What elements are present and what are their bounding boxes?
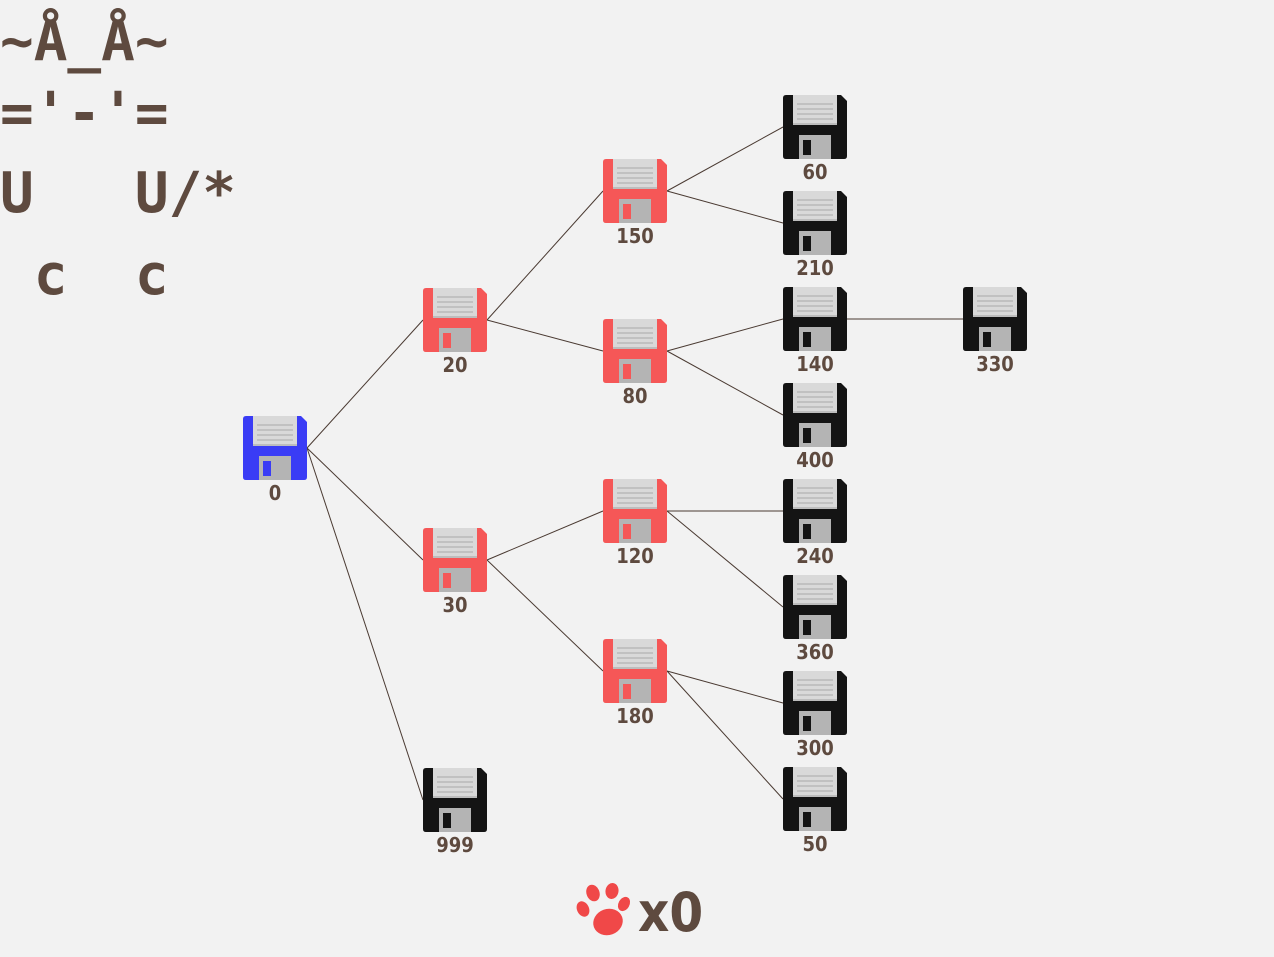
node-label: 0: [268, 481, 282, 505]
floppy-node-150[interactable]: 150: [603, 159, 667, 249]
paw-counter: x0: [574, 880, 714, 946]
node-label: 30: [442, 593, 468, 617]
edge-n30-n120: [486, 510, 604, 561]
ascii-cat-line-1: ~Å_Å~: [0, 9, 169, 74]
floppy-node-60[interactable]: 60: [783, 95, 847, 185]
floppy-disk-icon: [603, 639, 667, 703]
edge-n0-n30: [306, 447, 424, 561]
node-label: 999: [436, 833, 474, 857]
node-label: 80: [622, 384, 648, 408]
ascii-cat-line-3: U U/*: [0, 161, 237, 226]
edge-n180-n300: [666, 670, 784, 704]
node-label: 360: [796, 640, 834, 664]
node-label: 140: [796, 352, 834, 376]
edge-n120-n360: [666, 510, 784, 608]
floppy-node-300[interactable]: 300: [783, 671, 847, 761]
node-label: 400: [796, 448, 834, 472]
edge-n20-n80: [486, 319, 604, 352]
floppy-node-330[interactable]: 330: [963, 287, 1027, 377]
floppy-disk-icon: [783, 479, 847, 543]
floppy-disk-icon: [783, 575, 847, 639]
floppy-node-20[interactable]: 20: [423, 288, 487, 378]
edge-n80-n400: [666, 350, 784, 416]
floppy-disk-icon: [243, 416, 307, 480]
floppy-disk-icon: [783, 383, 847, 447]
floppy-disk-icon: [603, 319, 667, 383]
node-label: 20: [442, 353, 468, 377]
node-label: 210: [796, 256, 834, 280]
floppy-node-0[interactable]: 0: [243, 416, 307, 506]
floppy-node-50[interactable]: 50: [783, 767, 847, 857]
floppy-disk-icon: [783, 671, 847, 735]
ascii-cat-line-2: ='-'=: [0, 81, 169, 146]
floppy-disk-icon: [423, 288, 487, 352]
floppy-disk-icon: [603, 479, 667, 543]
node-label: 60: [802, 160, 828, 184]
floppy-node-360[interactable]: 360: [783, 575, 847, 665]
floppy-disk-icon: [783, 191, 847, 255]
floppy-node-400[interactable]: 400: [783, 383, 847, 473]
floppy-node-30[interactable]: 30: [423, 528, 487, 618]
edge-n80-n140: [666, 318, 784, 352]
floppy-disk-icon: [783, 767, 847, 831]
floppy-node-120[interactable]: 120: [603, 479, 667, 569]
floppy-node-180[interactable]: 180: [603, 639, 667, 729]
floppy-node-240[interactable]: 240: [783, 479, 847, 569]
node-label: 180: [616, 704, 654, 728]
floppy-disk-icon: [423, 768, 487, 832]
node-label: 150: [616, 224, 654, 248]
node-label: 120: [616, 544, 654, 568]
floppy-node-140[interactable]: 140: [783, 287, 847, 377]
floppy-disk-icon: [603, 159, 667, 223]
ascii-cat-line-4: c c: [0, 243, 169, 308]
edge-n20-n150: [486, 190, 604, 321]
edge-n150-n60: [666, 126, 784, 192]
floppy-node-210[interactable]: 210: [783, 191, 847, 281]
node-label: 50: [802, 832, 828, 856]
edge-n0-n20: [306, 319, 424, 449]
floppy-disk-icon: [783, 95, 847, 159]
floppy-disk-icon: [783, 287, 847, 351]
floppy-node-80[interactable]: 80: [603, 319, 667, 409]
paw-count-text: x0: [638, 881, 704, 944]
node-label: 330: [976, 352, 1014, 376]
floppy-node-999[interactable]: 999: [423, 768, 487, 858]
floppy-disk-icon: [423, 528, 487, 592]
node-label: 300: [796, 736, 834, 760]
edge-n30-n180: [486, 559, 604, 672]
edge-n0-n999: [306, 447, 424, 801]
node-label: 240: [796, 544, 834, 568]
edge-n180-n50: [666, 670, 784, 800]
edge-n150-n210: [666, 190, 784, 224]
floppy-disk-icon: [963, 287, 1027, 351]
paw-icon: [576, 883, 631, 936]
